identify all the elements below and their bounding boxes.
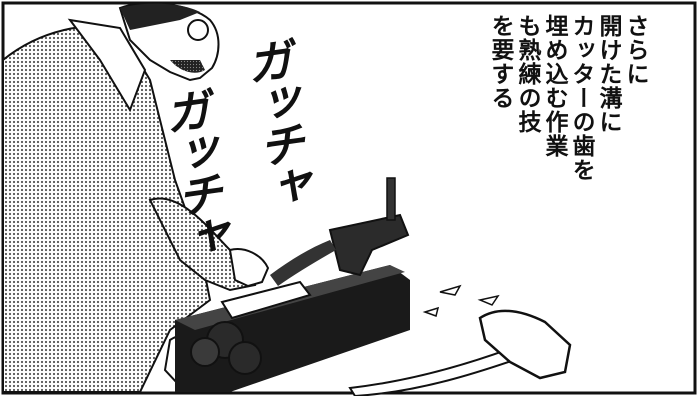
worker-arm <box>148 197 257 292</box>
worker-hand <box>228 248 270 288</box>
narration-line: も熟練の技 <box>514 14 540 134</box>
cutter-arm <box>270 240 336 286</box>
blade-shard <box>477 294 500 306</box>
blade-shard <box>422 306 440 317</box>
narration-line: 開けた溝に <box>595 14 621 134</box>
mallet-head <box>478 309 572 380</box>
narration-line: カッターの歯を <box>568 14 594 182</box>
worker-collar <box>67 18 147 113</box>
narration-line: を要する <box>487 14 513 110</box>
worker-beard <box>170 60 205 73</box>
vise-body <box>328 213 410 277</box>
narration-box: さらに 開けた溝に カッターの歯を 埋め込む作業 も熟練の技 を要する <box>486 14 648 182</box>
pin <box>386 177 396 221</box>
worker-glasses <box>187 19 209 41</box>
narration-line: 埋め込む作業 <box>541 14 567 158</box>
narration-line: さらに <box>622 14 648 86</box>
wood-piece <box>220 280 312 320</box>
roller-3 <box>190 337 220 367</box>
blade-shard <box>439 284 462 296</box>
roller-2 <box>228 341 262 375</box>
worker-hair <box>120 3 200 30</box>
